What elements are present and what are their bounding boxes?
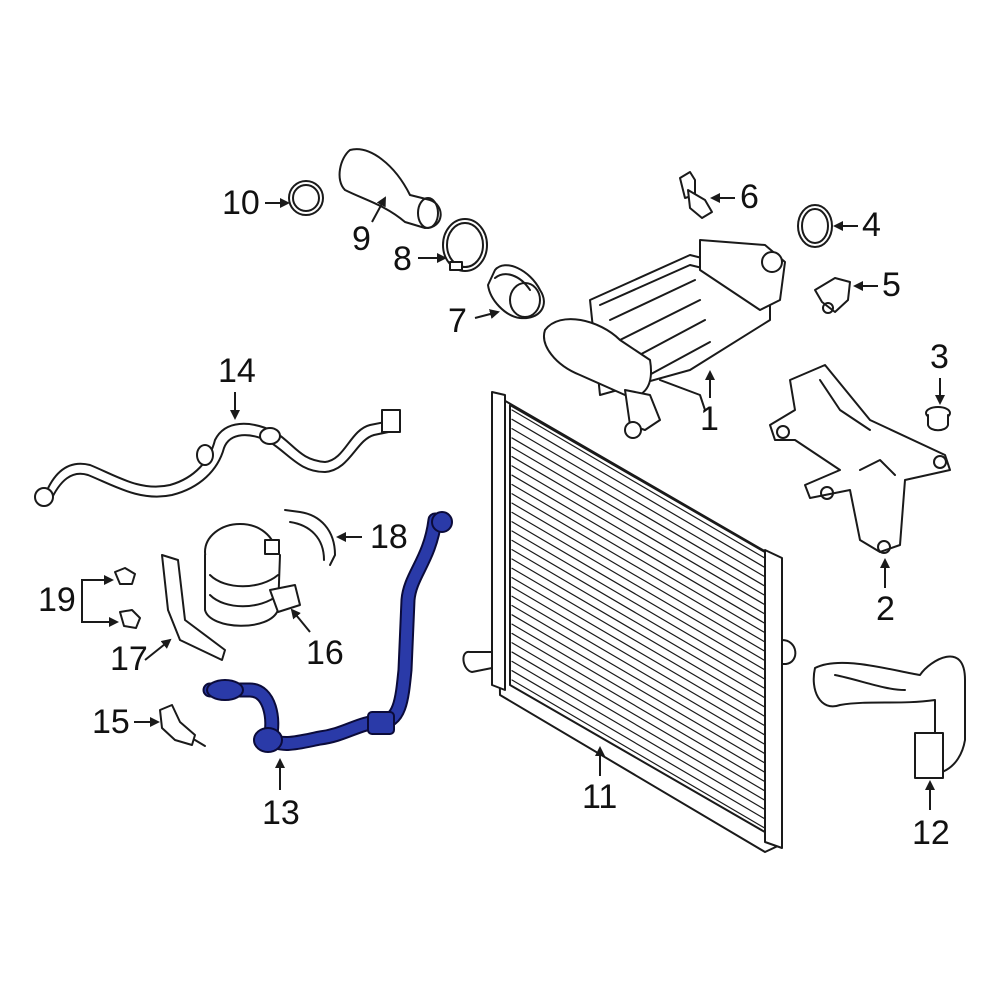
callout-9: 9 <box>352 220 371 258</box>
radiator-fin <box>511 576 769 729</box>
connector-part-15 <box>159 704 206 747</box>
callout-5: 5 <box>882 266 901 304</box>
callout-3: 3 <box>930 338 949 376</box>
radiator-fin <box>511 679 769 831</box>
radiator-fin <box>511 642 769 794</box>
callout-18: 18 <box>370 518 408 556</box>
radiator-fin <box>511 502 769 654</box>
radiator-fin <box>511 446 769 598</box>
radiator-fin <box>511 521 769 673</box>
clamp-part-8 <box>442 218 488 272</box>
radiator-fin <box>511 549 769 701</box>
hose-part-14 <box>34 409 401 507</box>
radiator-fin <box>511 418 769 570</box>
coupling-part-7 <box>487 264 545 320</box>
radiator-fin <box>511 465 769 617</box>
radiator-fin <box>511 530 769 682</box>
callout-4: 4 <box>862 206 881 244</box>
radiator-fin <box>511 437 769 589</box>
radiator-fin <box>511 455 769 608</box>
callout-19: 19 <box>38 581 76 619</box>
radiator-fin <box>511 623 769 775</box>
callout-15: 15 <box>92 703 130 741</box>
radiator-part-11 <box>462 391 797 853</box>
radiator-fin <box>511 586 769 738</box>
bolts-part-19 <box>114 567 141 629</box>
callout-12: 12 <box>912 814 950 852</box>
radiator-fin <box>511 595 769 747</box>
callout-17: 17 <box>110 640 148 678</box>
callout-2: 2 <box>876 590 895 628</box>
radiator-fin <box>511 604 769 757</box>
callout-7: 7 <box>448 302 467 340</box>
hose-part-12 <box>812 655 966 779</box>
radiator-fin <box>511 493 769 645</box>
radiator-fin <box>511 670 769 822</box>
strap-part-18 <box>284 509 336 566</box>
radiator-fin <box>511 483 769 636</box>
callout-1: 1 <box>700 400 719 438</box>
pipe-part-9 <box>338 148 442 229</box>
sensor-part-6 <box>679 171 713 219</box>
radiator-fin <box>511 539 769 691</box>
bracket-part-17 <box>161 554 226 661</box>
radiator-fin <box>511 567 769 719</box>
radiator-fin <box>511 558 769 710</box>
o-ring-part-4 <box>797 204 833 248</box>
callout-8: 8 <box>393 240 412 278</box>
radiator-fin <box>511 474 769 626</box>
hose-part-13-highlighted <box>202 511 453 753</box>
callout-16: 16 <box>306 634 344 672</box>
radiator-fin <box>511 651 769 803</box>
callout-6: 6 <box>740 178 759 216</box>
intercooler-part-1 <box>543 239 786 439</box>
callout-14: 14 <box>218 352 256 390</box>
callout-13: 13 <box>262 794 300 832</box>
radiator-fin <box>511 614 769 766</box>
bracket-part-2 <box>769 364 951 554</box>
grommet-part-3 <box>925 406 951 432</box>
callout-11: 11 <box>582 778 618 816</box>
sensor-part-5 <box>814 277 851 314</box>
radiator-fin <box>511 511 769 664</box>
radiator-fin <box>511 660 769 812</box>
radiator-fin <box>511 428 769 580</box>
pump-part-16 <box>204 523 301 627</box>
seal-part-10 <box>288 180 324 216</box>
radiator-fin <box>511 632 769 785</box>
radiator-fin <box>511 409 769 561</box>
callout-10: 10 <box>222 184 260 222</box>
callout-arrows <box>81 193 945 810</box>
